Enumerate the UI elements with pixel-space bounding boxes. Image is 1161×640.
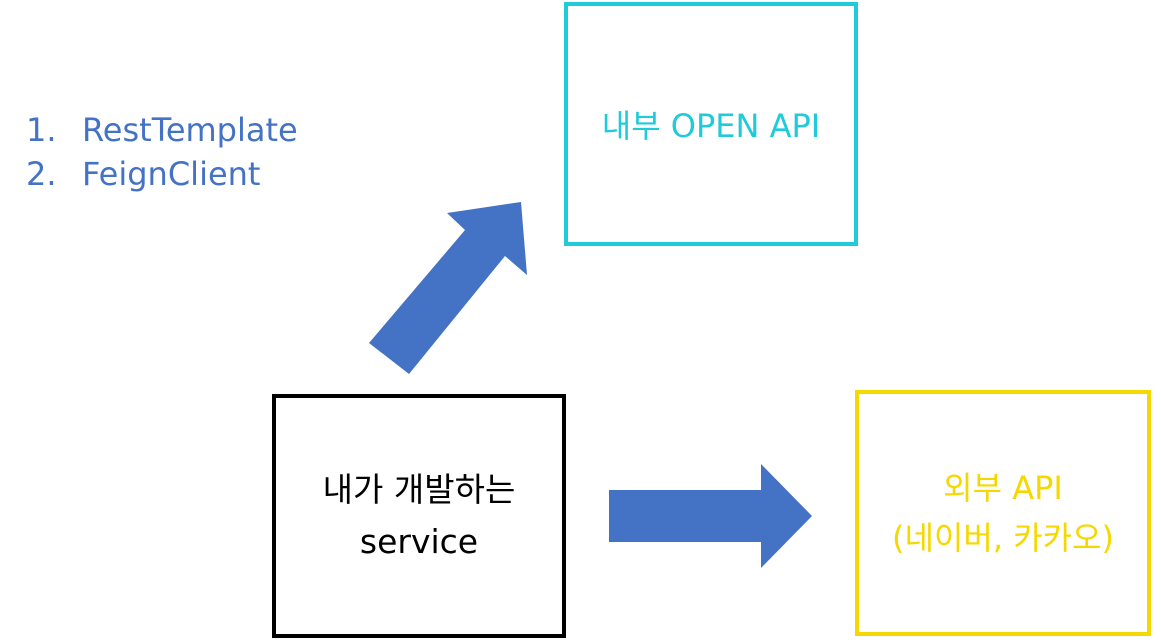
method-item: 2. FeignClient xyxy=(26,152,298,196)
external-api-label-line2: (네이버, 카카오) xyxy=(892,519,1114,557)
internal-api-label: 내부 OPEN API xyxy=(601,107,821,145)
external-api-box: 외부 API (네이버, 카카오) xyxy=(855,390,1151,636)
service-box: 내가 개발하는 service xyxy=(272,394,566,638)
arrow-to-internal-api xyxy=(369,202,527,374)
service-label-line2: service xyxy=(359,522,479,561)
service-label-line1: 내가 개발하는 xyxy=(322,470,516,509)
method-label: RestTemplate xyxy=(82,111,298,149)
method-label: FeignClient xyxy=(82,155,261,193)
method-number: 2. xyxy=(26,155,57,193)
arrow-to-external-api xyxy=(609,464,812,568)
method-item: 1. RestTemplate xyxy=(26,108,298,152)
external-api-label-line1: 외부 API xyxy=(943,469,1063,507)
method-number: 1. xyxy=(26,111,57,149)
internal-api-box: 내부 OPEN API xyxy=(564,2,858,246)
method-list: 1. RestTemplate 2. FeignClient xyxy=(26,108,298,196)
